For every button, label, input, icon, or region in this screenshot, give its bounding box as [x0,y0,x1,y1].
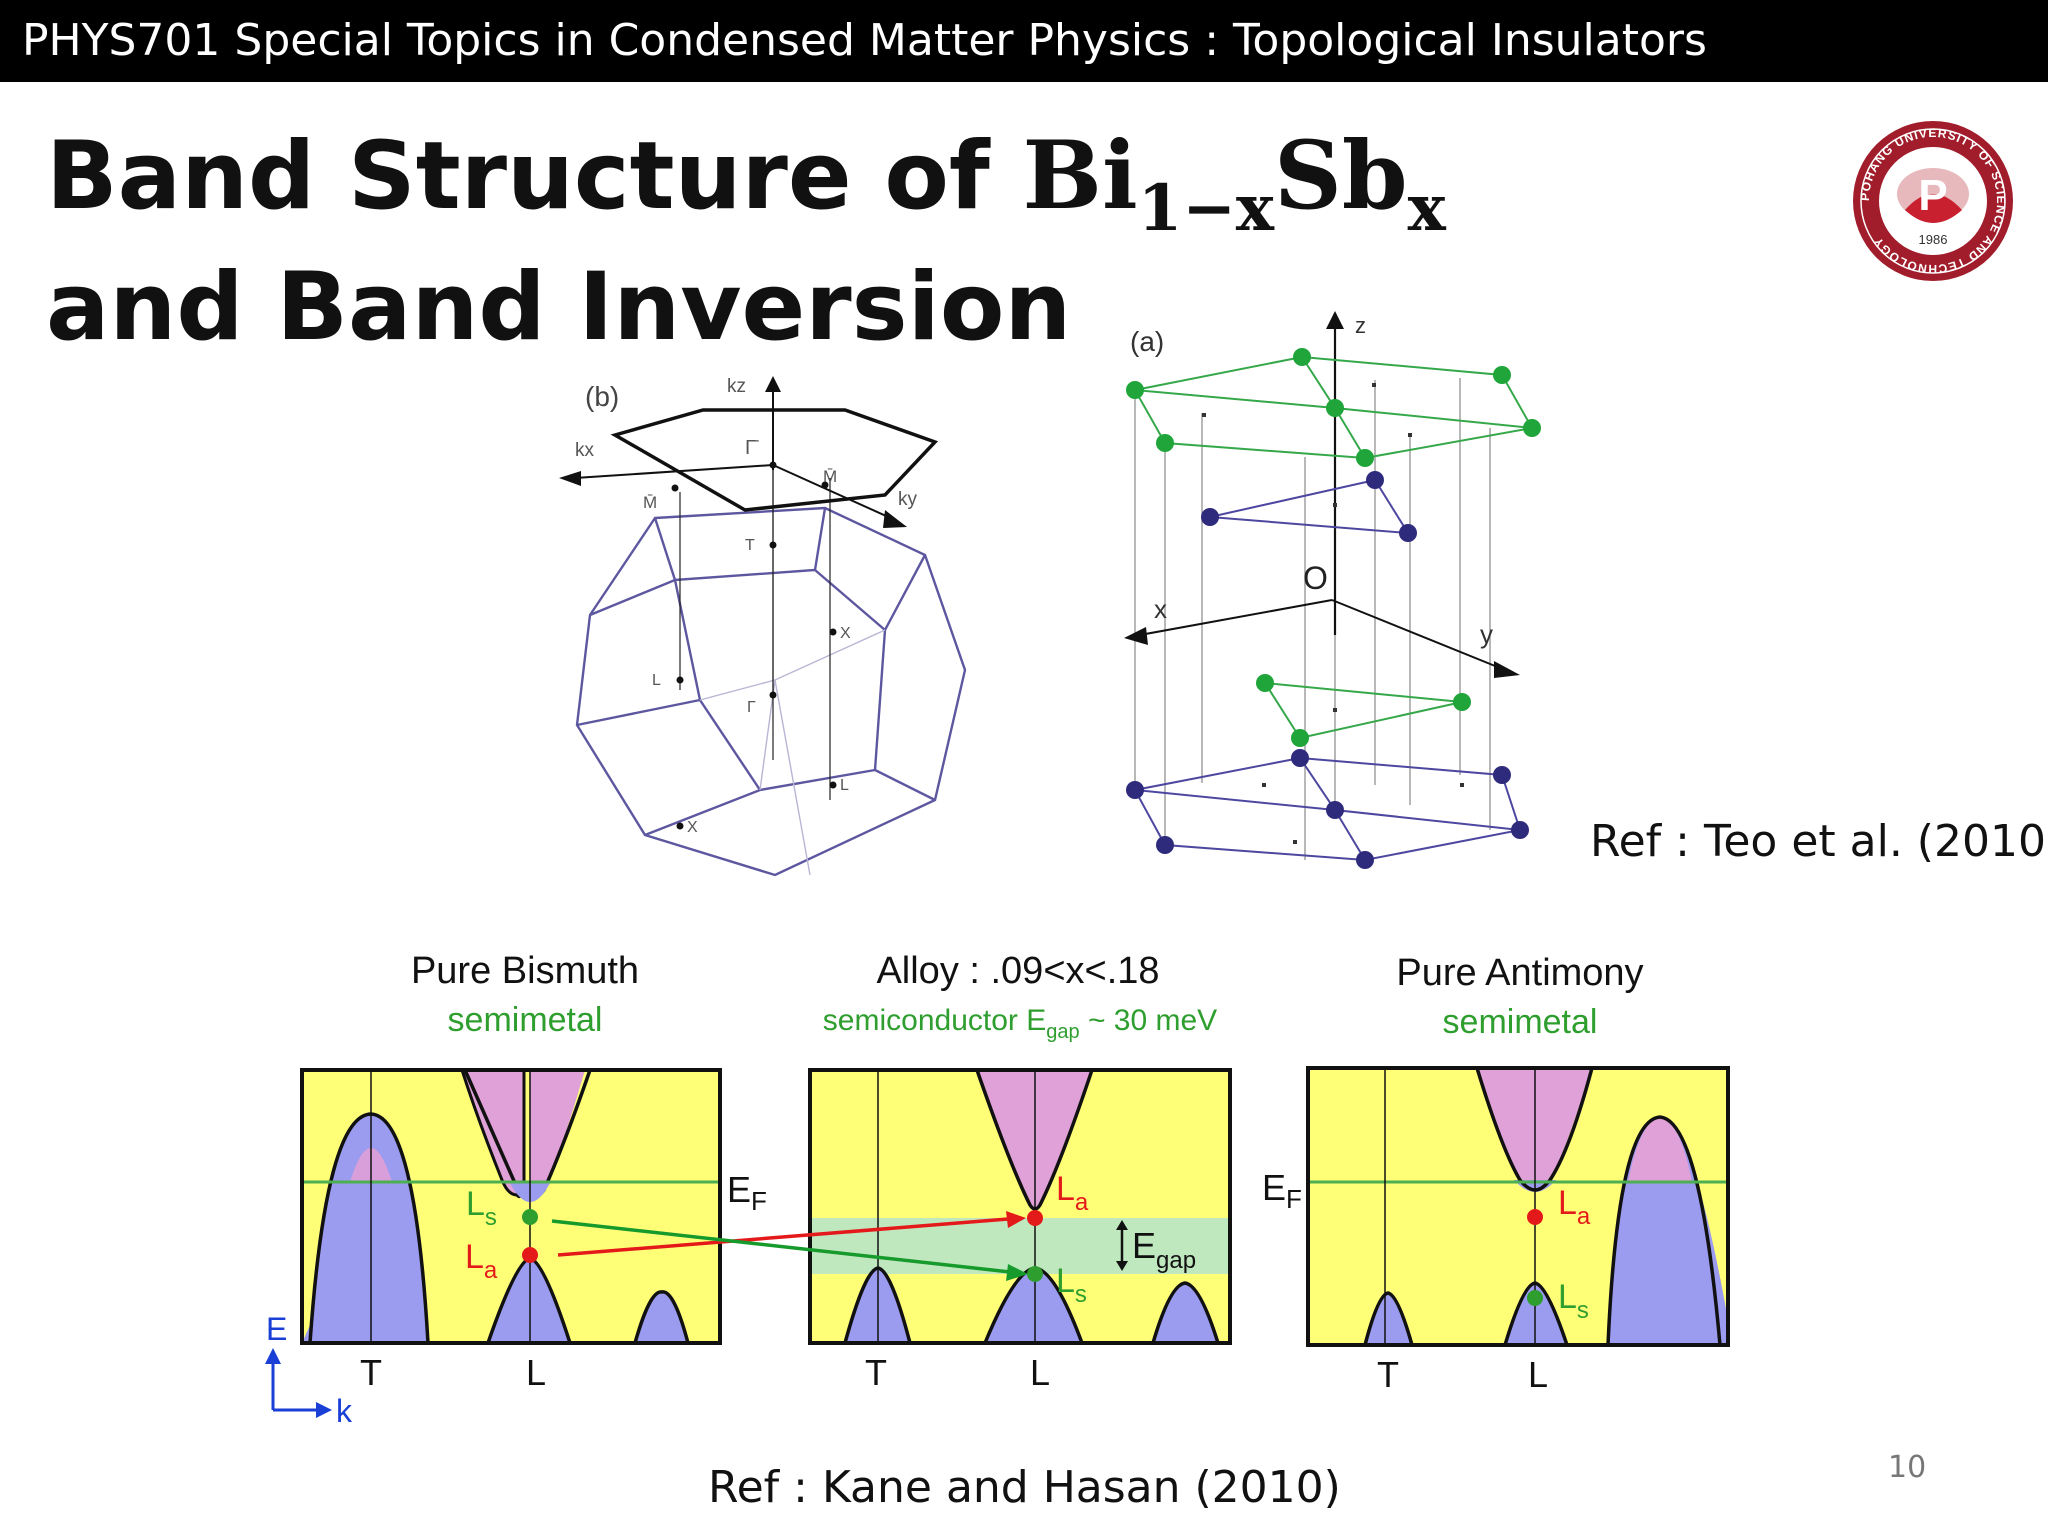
z-axis-label: z [1355,313,1366,338]
ls-inversion-arrow [551,1219,1011,1274]
gap-arrow-up [1116,1220,1128,1230]
x-label-lower: X [687,819,698,836]
brillouin-zone-figure: (b) kz kx ky Γ̄ M̄ M̄ T X L Γ L X [559,376,967,877]
m-bar-point-left [671,484,679,492]
x-point-lower [676,822,684,830]
bismuth-ls-point [522,1209,538,1225]
seal-year: 1986 [1919,232,1948,247]
l-point-left [676,676,684,684]
purple-bonds [1133,478,1522,862]
alloy-panel: La Ls Egap [808,1068,1232,1345]
x-axis-label: x [1154,594,1167,624]
slide-title-line1: Band Structure of Bi1−xSbx [46,126,1446,241]
m-bar-label-right: M̄ [823,467,837,486]
bismuth-valence-band-small [632,1290,691,1345]
antimony-panel: La Ls EF [1262,1066,1730,1347]
green-atoms [1126,348,1541,747]
bismuth-la-label: La [465,1238,498,1284]
gap-label: Egap [1132,1225,1196,1274]
seal-letter: P [1918,171,1947,220]
crystal-lattice-figure: (a) z x y O [1124,311,1541,869]
surface-bz-hexagon [610,408,939,512]
l-point-right [829,781,837,789]
bismuth-k-t: T [360,1352,382,1393]
ky-label: ky [898,489,918,510]
momentum-axis-label: k [336,1393,353,1429]
antimony-k-l: L [1528,1354,1548,1395]
bismuth-fermi-label: EF [727,1169,767,1216]
bismuth-ls-label: Ls [466,1185,497,1231]
x-label-upper: X [840,625,851,642]
gap-arrow-down [1116,1261,1128,1271]
alloy-valence-band-right [1150,1281,1221,1345]
l-label-right: L [840,777,849,794]
antimony-ls-point [1527,1290,1543,1306]
bismuth-subtitle: semimetal [448,1001,603,1039]
kz-label: kz [727,376,746,397]
ek-axes-indicator: E k [265,1311,353,1429]
x-axis-arrow [1124,627,1148,645]
university-logo: POHANG UNIVERSITY OF SCIENCE AND TECHNOL… [1853,121,2013,281]
origin-label: O [1303,560,1328,596]
title-formula: Bi1−xSbx [1022,121,1446,246]
ky-arrow [883,510,907,528]
alloy-gap-band [810,1218,1230,1274]
alloy-title: Alloy : .09<x<.18 [876,950,1159,992]
m-bar-point-right [821,481,829,489]
antimony-k-t: T [1377,1354,1399,1395]
kx-label: kx [575,440,595,461]
t-point [769,541,777,549]
bismuth-la-point [522,1247,538,1263]
alloy-k-l: L [1030,1352,1050,1393]
antimony-ls-label: Ls [1558,1278,1589,1324]
kz-arrow [765,376,781,392]
antimony-title: Pure Antimony [1396,952,1643,994]
x-point-upper [829,628,837,636]
alloy-la-label: La [1056,1170,1089,1216]
alloy-subtitle: semiconductor Egap ~ 30 meV [823,1004,1217,1043]
gamma-bar-point [769,461,777,469]
purple-atoms [1126,471,1529,869]
title-prefix: Band Structure of [46,122,1023,231]
gamma-label: Γ [747,699,756,716]
panel-label-b: (b) [585,381,619,412]
energy-axis-label: E [266,1311,287,1347]
kx-arrow [559,471,581,486]
y-axis-arrow [1494,661,1520,678]
la-inversion-arrow [557,1217,1009,1257]
page-number: 10 [1888,1450,1927,1485]
bismuth-panel: Ls La EF [300,1068,767,1345]
bz-polyhedron [575,506,967,877]
gamma-bar-label: Γ̄ [745,437,759,459]
bismuth-k-l: L [526,1352,546,1393]
l-label-left: L [652,672,661,689]
band-inversion-figure: Pure Bismuth Alloy : .09<x<.18 Pure Anti… [265,950,1730,1429]
course-title: PHYS701 Special Topics in Condensed Matt… [22,15,1707,66]
m-bar-label-left: M̄ [643,493,657,512]
ref-kane: Ref : Kane and Hasan (2010) [708,1462,1341,1513]
z-axis-arrow [1326,311,1344,329]
slide-title-line2: and Band Inversion [46,253,1072,362]
bismuth-valence-band-l [488,1258,570,1343]
panel-label-a: (a) [1130,326,1164,357]
header-bar [0,0,2048,82]
antimony-subtitle: semimetal [1443,1003,1598,1041]
alloy-ls-label: Ls [1056,1262,1087,1308]
antimony-la-point [1527,1209,1543,1225]
antimony-fermi-label: EF [1262,1167,1302,1214]
alloy-la-point [1027,1210,1043,1226]
antimony-valence-band-t [1362,1291,1415,1347]
ref-teo: Ref : Teo et al. (2010) [1590,816,2048,867]
t-label: T [745,537,755,554]
bismuth-title: Pure Bismuth [411,950,639,992]
antimony-la-label: La [1558,1184,1591,1230]
alloy-k-t: T [865,1352,887,1393]
alloy-ls-point [1027,1266,1043,1282]
gamma-point [769,691,777,699]
y-axis-label: y [1480,619,1493,649]
